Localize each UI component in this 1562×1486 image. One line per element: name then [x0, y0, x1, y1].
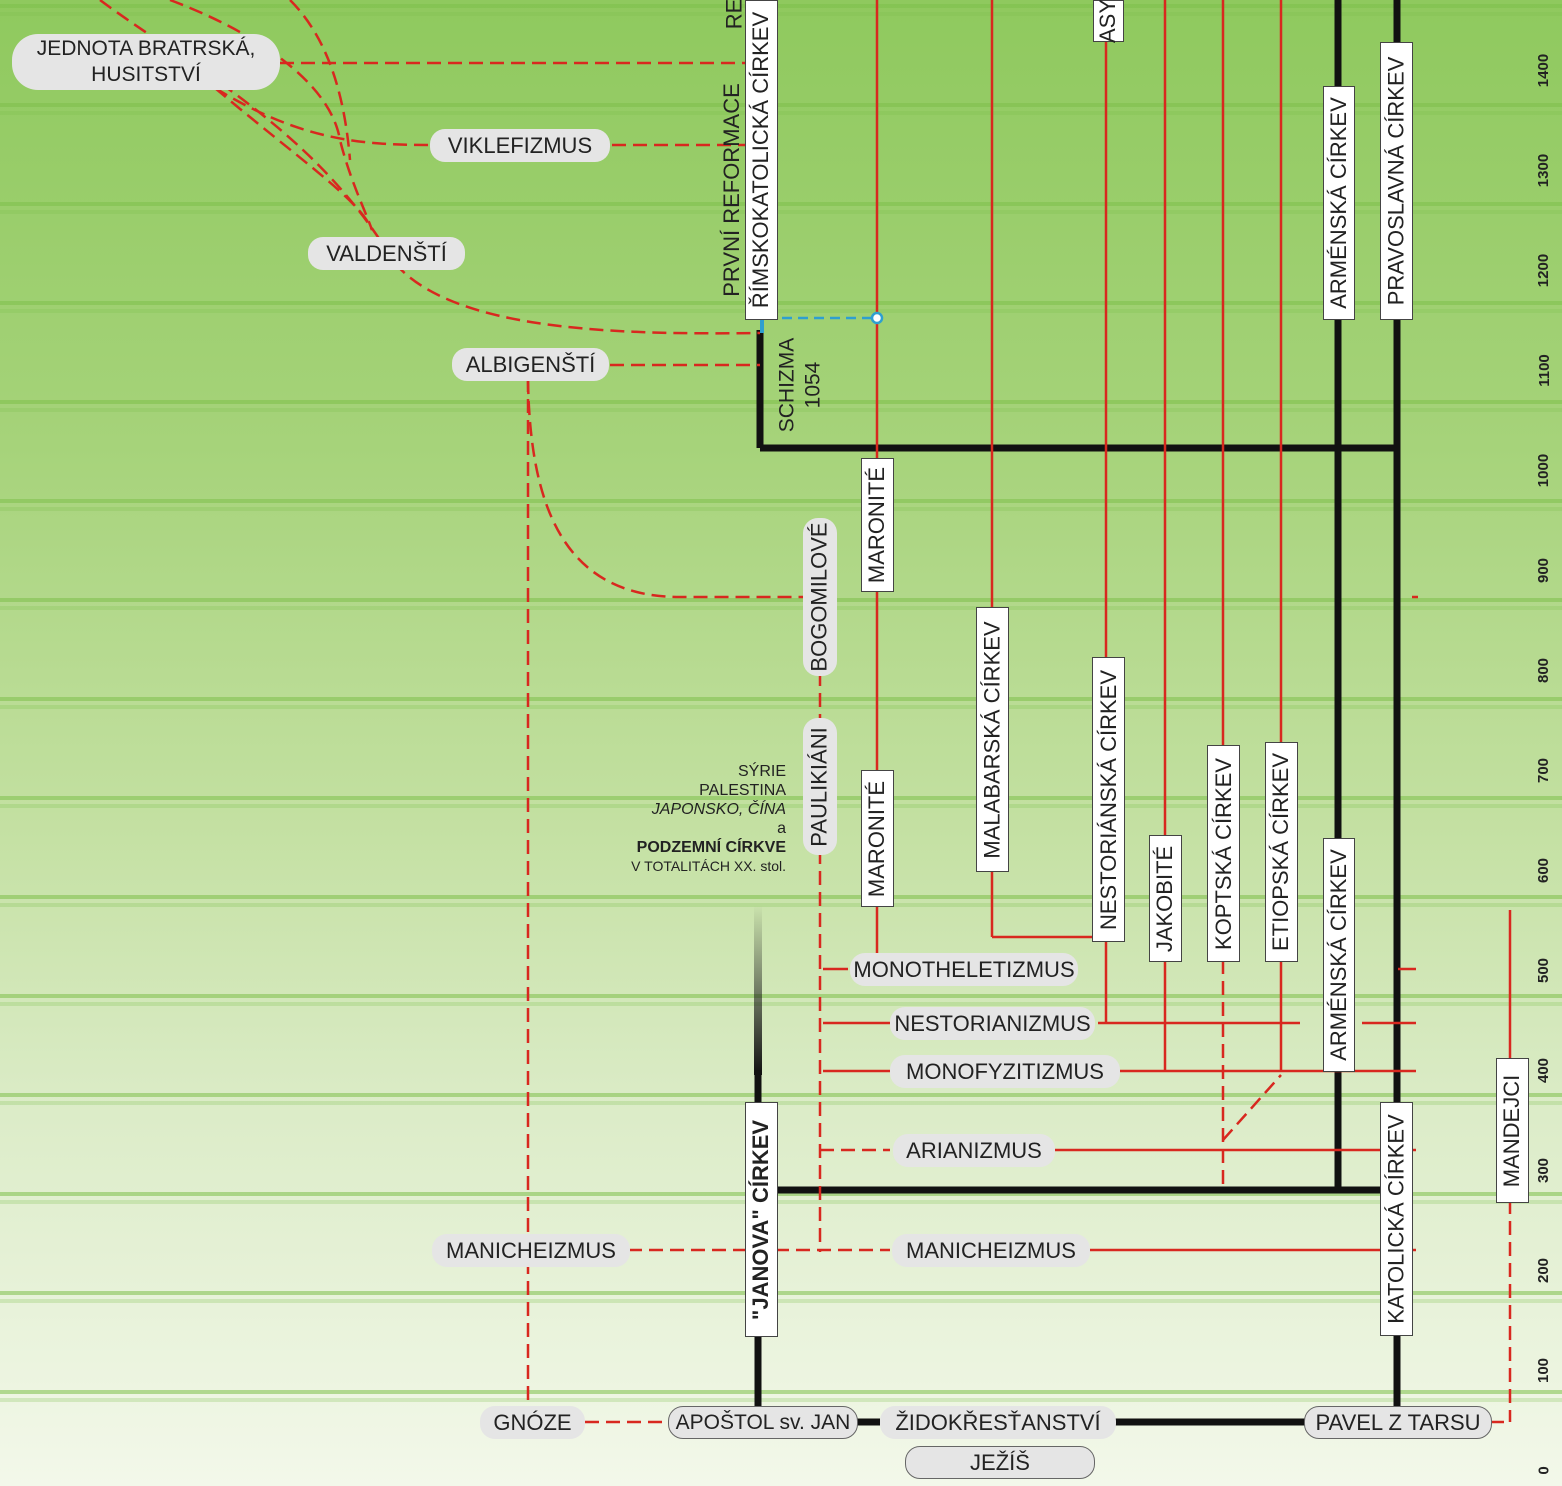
- albigensti-label: ALBIGENŠTÍ: [452, 348, 609, 381]
- century-band: [0, 301, 1562, 305]
- century-band: [0, 400, 1562, 404]
- janova-cirkev-label: "JANOVA" CÍRKEV: [745, 1102, 778, 1337]
- red-dashed-lines: [99, 0, 1512, 1424]
- jezis-label: JEŽÍŠ: [905, 1446, 1095, 1479]
- maronite-bottom-label: MARONITÉ: [861, 770, 894, 907]
- year-label-100: 100: [1535, 1357, 1553, 1383]
- century-band: [0, 309, 1562, 313]
- blue-lines: [760, 311, 884, 333]
- century-band: [0, 1002, 1562, 1006]
- janova-fade-line: [754, 905, 762, 1075]
- monotheletizmus-label: MONOTHELETIZMUS: [850, 953, 1078, 986]
- pravoslavna-cirkev-label: PRAVOSLAVNÁ CÍRKEV: [1380, 42, 1413, 320]
- armenska-cirkev-bottom-label: ARMÉNSKÁ CÍRKEV: [1323, 838, 1355, 1072]
- century-band: [0, 1200, 1562, 1204]
- century-band: [0, 895, 1562, 899]
- century-band: [0, 12, 1562, 16]
- century-band: [0, 202, 1562, 206]
- manicheizmus-right-label: MANICHEIZMUS: [892, 1234, 1090, 1267]
- mandejci-label: MANDEJCI: [1496, 1058, 1529, 1203]
- schizma-text: SCHIZMA: [775, 337, 798, 433]
- year-label-800: 800: [1535, 657, 1553, 683]
- century-band: [0, 697, 1562, 701]
- main-lines: [754, 0, 1401, 1426]
- year-label-500: 500: [1535, 957, 1553, 983]
- rimskokatolicka-cirkev-label: ŘÍMSKOKATOLICKÁ CÍRKEV: [745, 0, 778, 320]
- gnoze-label: GNÓZE: [480, 1406, 585, 1439]
- malabarska-cirkev-label: MALABARSKÁ CÍRKEV: [976, 607, 1009, 872]
- katolicka-cirkev-label: KATOLICKÁ CÍRKEV: [1380, 1102, 1413, 1336]
- note-line-4: a: [777, 820, 786, 837]
- prvni-reformace-label: PRVNÍ REFORMACE: [719, 83, 745, 297]
- year-label-400: 400: [1535, 1057, 1553, 1083]
- jakobite-label: JAKOBITÉ: [1149, 835, 1182, 962]
- century-band: [0, 1101, 1562, 1105]
- century-band: [0, 598, 1562, 602]
- year-label-300: 300: [1535, 1157, 1553, 1183]
- year-label-1100: 1100: [1535, 353, 1553, 387]
- valdensti-label: VALDENŠTÍ: [308, 237, 465, 270]
- century-band: [0, 507, 1562, 511]
- note-line-5: PODZEMNÍ CÍRKVE: [636, 839, 786, 856]
- schizma-year: 1054: [801, 361, 824, 409]
- year-label-600: 600: [1535, 857, 1553, 883]
- century-band: [0, 1291, 1562, 1295]
- century-band: [0, 903, 1562, 907]
- century-band: [0, 103, 1562, 107]
- year-label-900: 900: [1535, 557, 1553, 583]
- century-band: [0, 1390, 1562, 1394]
- year-label-700: 700: [1535, 757, 1553, 783]
- manicheizmus-left-label: MANICHEIZMUS: [432, 1234, 630, 1267]
- year-label-0: 0: [1535, 1465, 1553, 1475]
- year-label-1000: 1000: [1535, 453, 1553, 487]
- jednota-bratrska-label: JEDNOTA BRATRSKÁ, HUSITSTVÍ: [12, 34, 280, 90]
- century-band: [0, 4, 1562, 8]
- note-line-1: SÝRIE: [737, 763, 786, 780]
- zidokrestanstvi-label: ŽIDOKŘESŤANSTVÍ: [880, 1406, 1116, 1439]
- note-line-3: JAPONSKO, ČÍNA: [651, 801, 786, 818]
- koptska-cirkev-label: KOPTSKÁ CÍRKEV: [1207, 745, 1240, 962]
- century-band: [0, 1192, 1562, 1196]
- etiopska-cirkev-label: ETIOPSKÁ CÍRKEV: [1265, 742, 1298, 962]
- nestorianizmus-label: NESTORIANIZMUS: [890, 1007, 1095, 1040]
- paulikiani-label: PAULIKIÁNI: [803, 718, 837, 855]
- century-band: [0, 705, 1562, 709]
- note-line-2: PALESTINA: [699, 782, 786, 799]
- regions-note: SÝRIE PALESTINA JAPONSKO, ČÍNA a PODZEMN…: [631, 762, 786, 876]
- arianizmus-label: ARIANIZMUS: [893, 1134, 1055, 1167]
- century-band: [0, 796, 1562, 800]
- bogomilove-label: BOGOMILOVÉ: [803, 518, 837, 676]
- pavel-z-tarsu-label: PAVEL Z TARSU: [1304, 1406, 1492, 1439]
- year-label-1300: 1300: [1535, 153, 1553, 187]
- nestorianska-cirkev-label: NESTORIÁNSKÁ CÍRKEV: [1092, 657, 1125, 942]
- year-label-1400: 1400: [1535, 53, 1553, 87]
- century-band: [0, 408, 1562, 412]
- monofyzitizmus-label: MONOFYZITIZMUS: [890, 1055, 1120, 1088]
- year-label-1200: 1200: [1535, 253, 1553, 287]
- year-label-200: 200: [1535, 1257, 1553, 1283]
- century-band: [0, 606, 1562, 610]
- century-band: [0, 499, 1562, 503]
- century-band: [0, 210, 1562, 214]
- apostol-jan-label: APOŠTOL sv. JAN: [668, 1406, 858, 1439]
- century-band: [0, 111, 1562, 115]
- century-band: [0, 804, 1562, 808]
- armenska-cirkev-top-label: ARMÉNSKÁ CÍRKEV: [1323, 86, 1355, 320]
- century-band: [0, 994, 1562, 998]
- note-line-6: V TOTALITÁCH XX. stol.: [631, 858, 786, 874]
- century-band: [0, 1093, 1562, 1097]
- century-band: [0, 1299, 1562, 1303]
- viklefizmus-label: VIKLEFIZMUS: [430, 129, 610, 162]
- asy-partial-label: ASY: [1093, 0, 1124, 43]
- maronite-top-label: MARONITÉ: [861, 458, 894, 592]
- century-band: [0, 1398, 1562, 1402]
